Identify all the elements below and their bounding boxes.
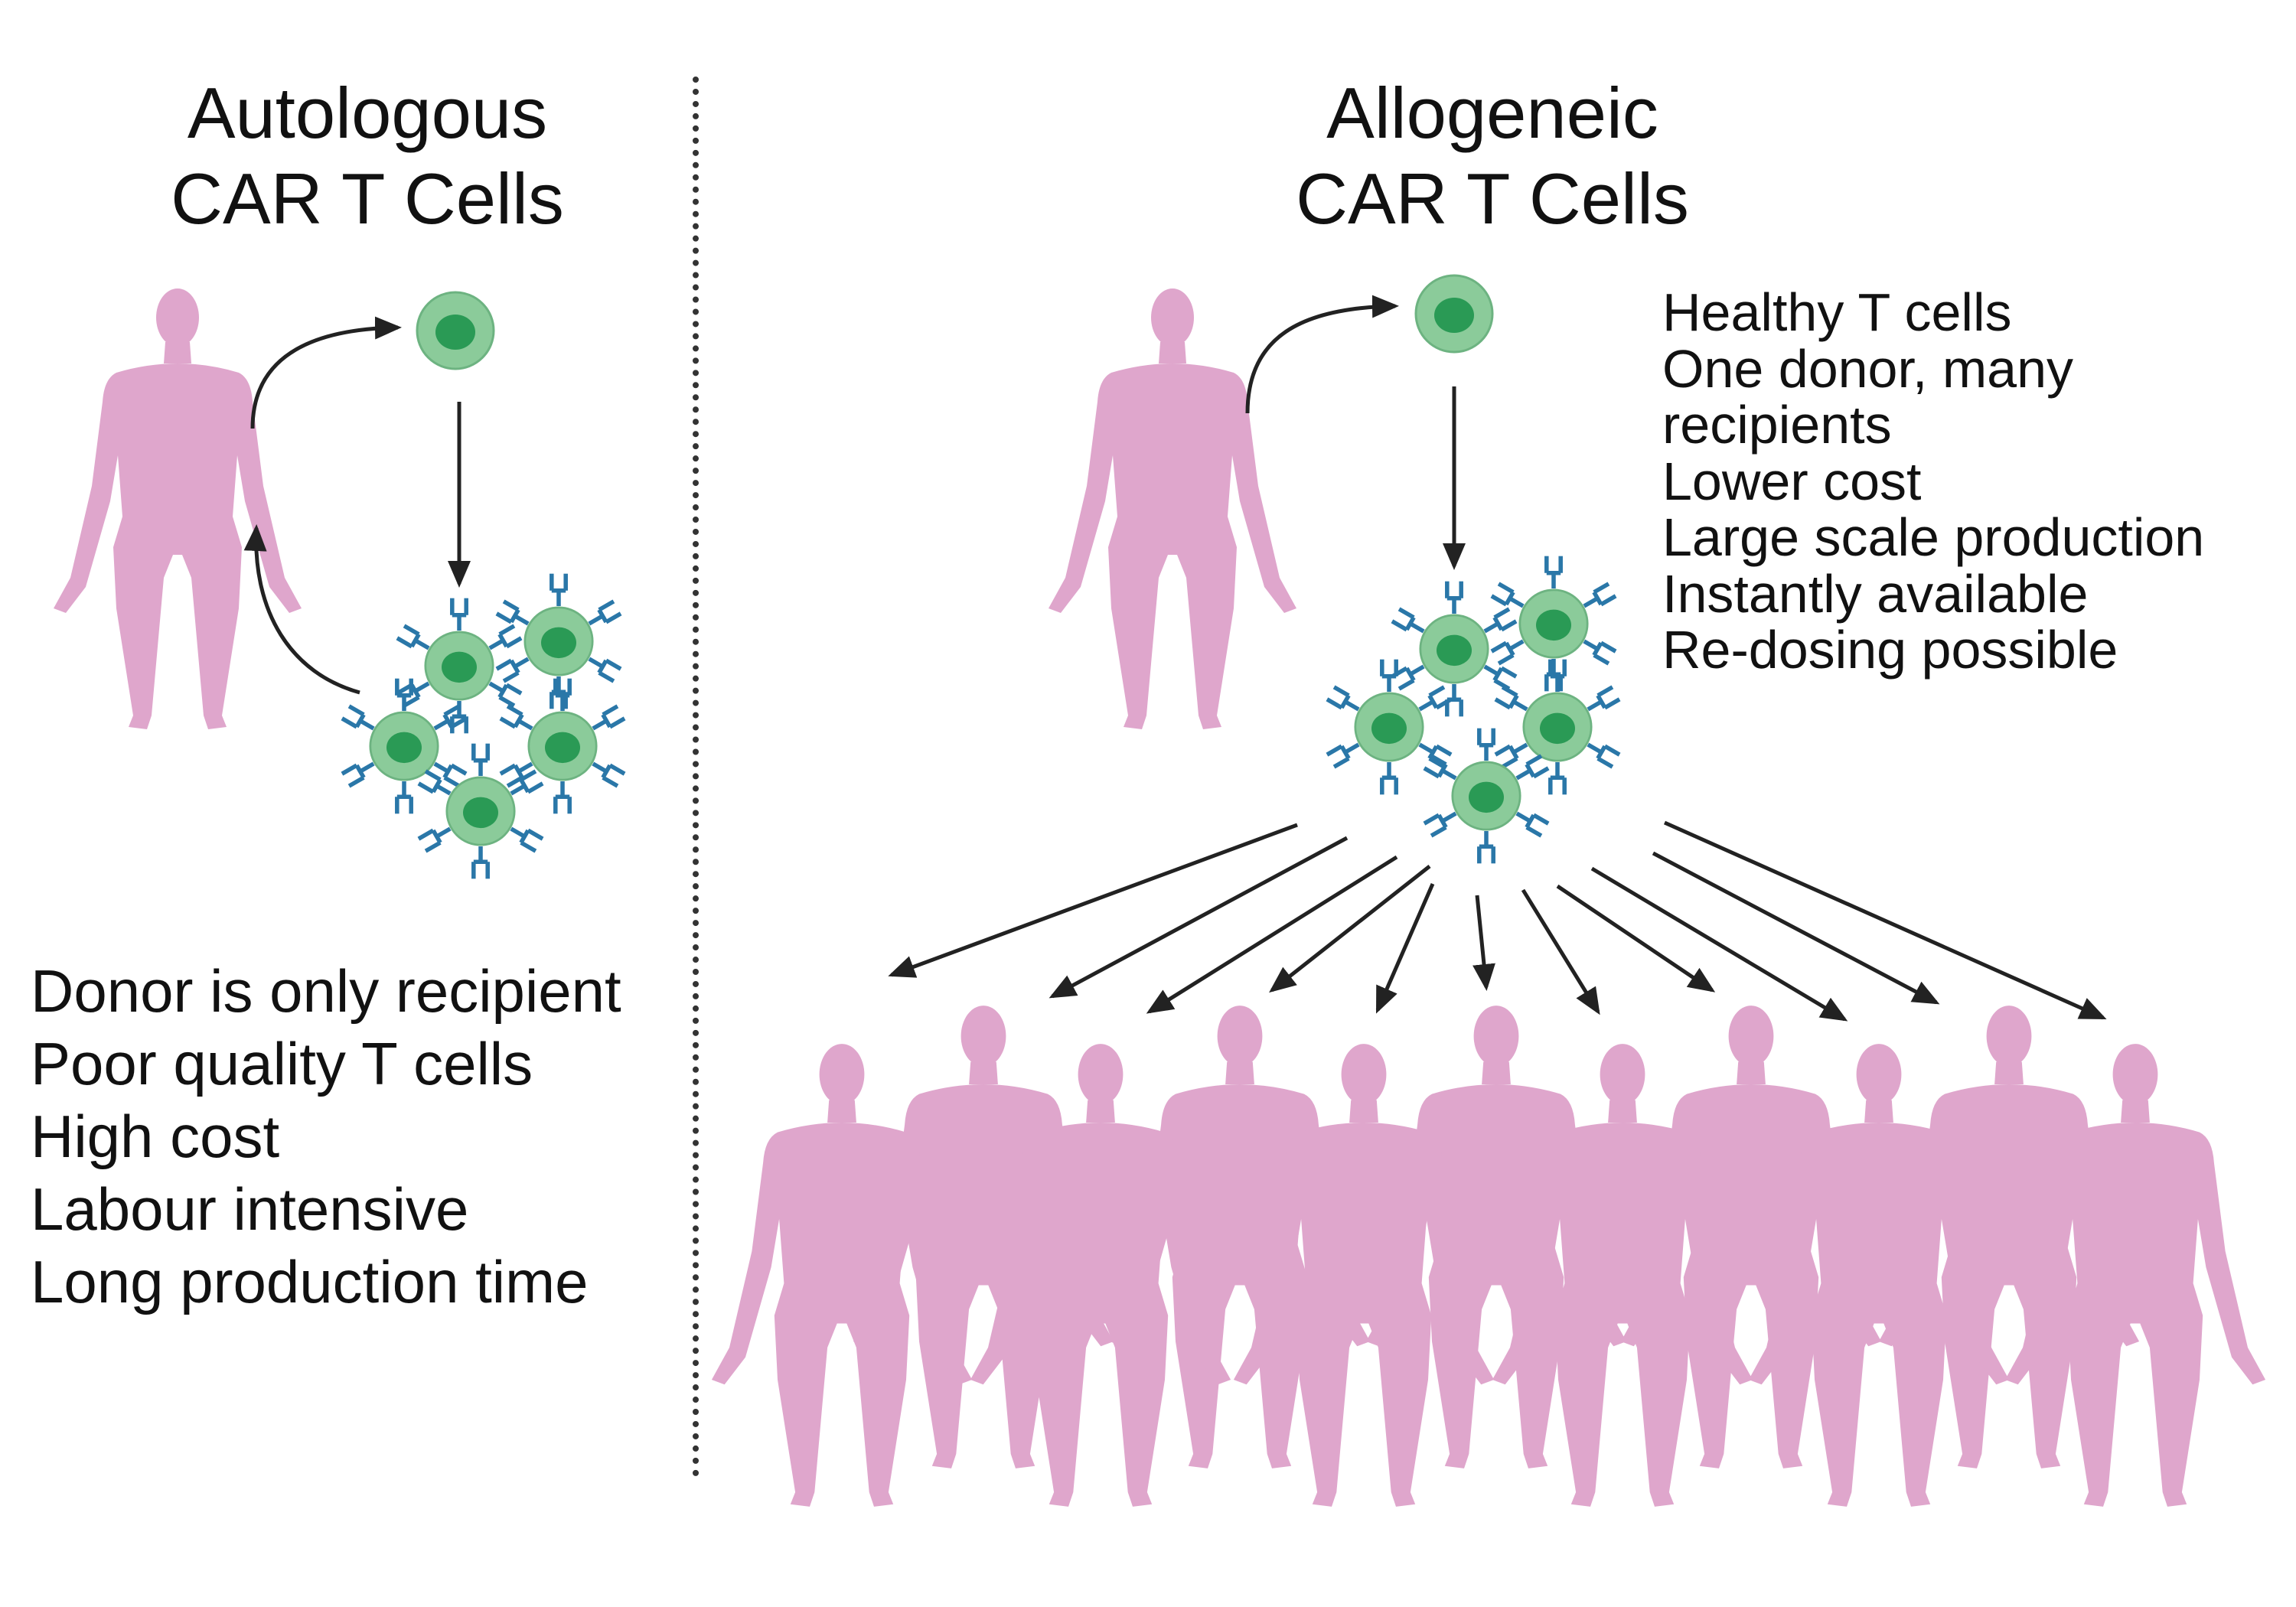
arrow-to-recipient <box>1269 865 1431 993</box>
allogeneic-point: Large scale production <box>1662 507 2205 567</box>
autologous-point: Poor quality T cells <box>31 1030 533 1097</box>
autologous-points: Donor is only recipient Poor quality T c… <box>31 955 621 1319</box>
allogeneic-point: Healthy T cells <box>1662 282 2012 342</box>
arrow-to-recipient <box>888 823 1298 978</box>
t-cell <box>1414 274 1494 354</box>
autologous-point: Labour intensive <box>31 1175 469 1243</box>
autologous-title-line2: CAR T Cells <box>171 158 564 239</box>
arrow-to-recipient <box>1473 895 1495 991</box>
allogeneic-point: Lower cost <box>1662 451 1922 511</box>
autologous-point: High cost <box>31 1103 280 1170</box>
arrow-to-recipient <box>1049 836 1349 999</box>
donor-human-figure <box>54 288 302 729</box>
allogeneic-point: Instantly available <box>1662 563 2089 624</box>
allogeneic-point: recipients <box>1662 395 1892 455</box>
arrow-to-recipient <box>1375 883 1435 1014</box>
arrow-to-recipient <box>1652 851 1940 1005</box>
allogeneic-point: Re-dosing possible <box>1662 620 2118 680</box>
allogeneic-point: One donor, many <box>1662 338 2073 399</box>
arrow-to-recipient <box>1663 820 2107 1020</box>
arrow-to-recipient <box>1146 855 1398 1014</box>
allogeneic-title-line1: Allogeneic <box>1326 73 1658 153</box>
autologous-title-line1: Autologous <box>187 73 548 153</box>
donor-human-figure <box>1049 288 1296 729</box>
car-t-cell <box>1495 660 1619 795</box>
autologous-title: Autologous CAR T Cells <box>107 70 628 242</box>
autologous-point: Donor is only recipient <box>31 957 621 1025</box>
curved-arrow <box>243 524 360 695</box>
t-cell <box>416 291 495 370</box>
curved-arrow <box>1245 295 1399 414</box>
arrow-to-recipient <box>1590 866 1848 1022</box>
allogeneic-title-line2: CAR T Cells <box>1296 158 1689 239</box>
car-t-cell <box>501 679 625 814</box>
section-divider <box>693 77 699 1477</box>
arrow-to-recipient <box>1556 884 1716 993</box>
allogeneic-points: Healthy T cells One donor, many recipien… <box>1662 282 2205 680</box>
autologous-point: Long production time <box>31 1248 589 1315</box>
arrow-to-recipient <box>1521 888 1600 1015</box>
curved-arrow <box>250 316 402 429</box>
allogeneic-title: Allogeneic CAR T Cells <box>1225 70 1760 242</box>
